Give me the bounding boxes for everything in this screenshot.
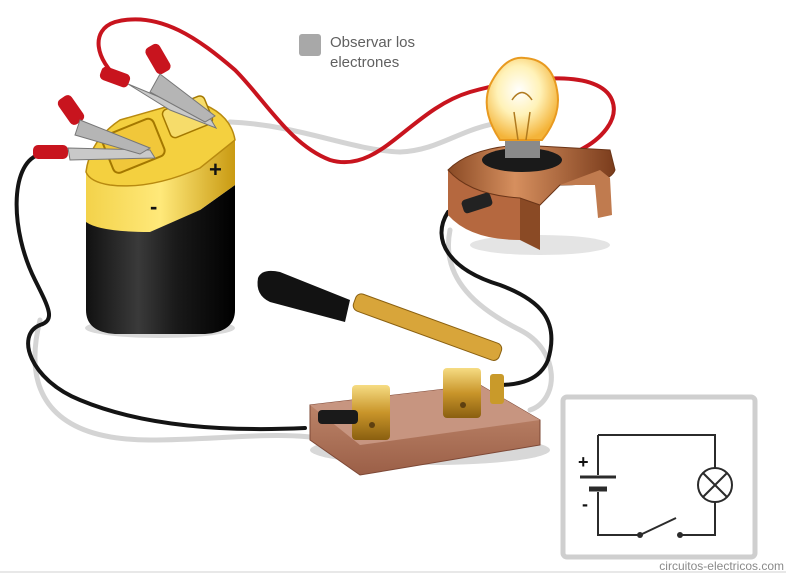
- black-wire-battery-switch: [14, 153, 307, 432]
- battery-minus: -: [150, 194, 157, 219]
- circuit-schematic: + -: [560, 394, 758, 560]
- red-wire: [96, 17, 616, 165]
- observe-electrons-toggle[interactable]: Observar los electrones: [299, 33, 450, 73]
- schematic-minus: -: [582, 494, 588, 514]
- battery-plus: +: [209, 157, 222, 182]
- red-clip-top: [99, 43, 218, 129]
- schematic-plus: +: [578, 452, 589, 472]
- site-credit[interactable]: circuitos-electricos.com: [659, 559, 784, 573]
- observe-electrons-checkbox[interactable]: [299, 34, 321, 56]
- toggle-label-line1: Observar los: [330, 34, 416, 51]
- lamp-socket: [447, 144, 616, 255]
- black-wire-lamp-switch: [439, 210, 554, 387]
- knife-switch: [257, 270, 550, 476]
- toggle-label-line2: electrones: [330, 54, 400, 71]
- light-bulb: [485, 56, 559, 158]
- red-clip-left: [33, 95, 156, 161]
- observe-electrons-label: Observar los electrones: [330, 33, 450, 73]
